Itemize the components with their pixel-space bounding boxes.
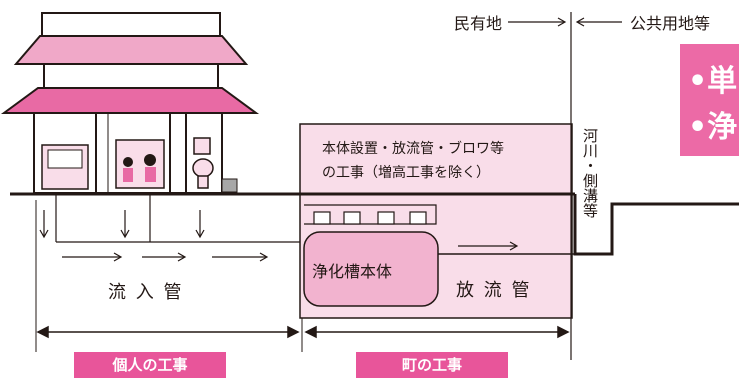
ground-step (573, 194, 739, 256)
river-label: 河川・側溝等 (581, 128, 599, 218)
tank-top-fittings (304, 204, 437, 225)
tank-label: 浄化槽本体 (312, 262, 393, 281)
toilet-icon (192, 137, 214, 189)
public-land-label: 公共用地等 (630, 14, 711, 33)
banner-line-2: •浄 (688, 110, 738, 145)
personal-work-badge: 個人の工事 (74, 352, 226, 378)
outflow-pipe-label: 放 流 管 (456, 280, 532, 301)
kitchen-icon (115, 139, 165, 189)
boundary-arrows (508, 17, 622, 27)
house-illustration (0, 12, 260, 194)
inflow-arrow-icon (62, 252, 269, 262)
bathtub-icon (41, 144, 89, 190)
banner-line-1: •単 (688, 64, 738, 99)
lower-roof (0, 87, 260, 114)
dimension-lines (35, 200, 570, 352)
septic-tank (303, 231, 439, 307)
pink-banner: •単 •浄 (680, 44, 739, 156)
works-description-line-1: 本体設置・放流管・ブロワ等 (322, 141, 504, 157)
works-description-line-2: の工事（増高工事を除く） (322, 165, 490, 181)
upper-roof (13, 35, 249, 65)
town-work-badge: 町の工事 (356, 352, 508, 378)
private-land-label: 民有地 (454, 14, 503, 33)
down-arrow-icon (39, 210, 205, 239)
inflow-pipe-label: 流 入 管 (108, 282, 184, 303)
outflow-arrow-icon (458, 241, 519, 251)
